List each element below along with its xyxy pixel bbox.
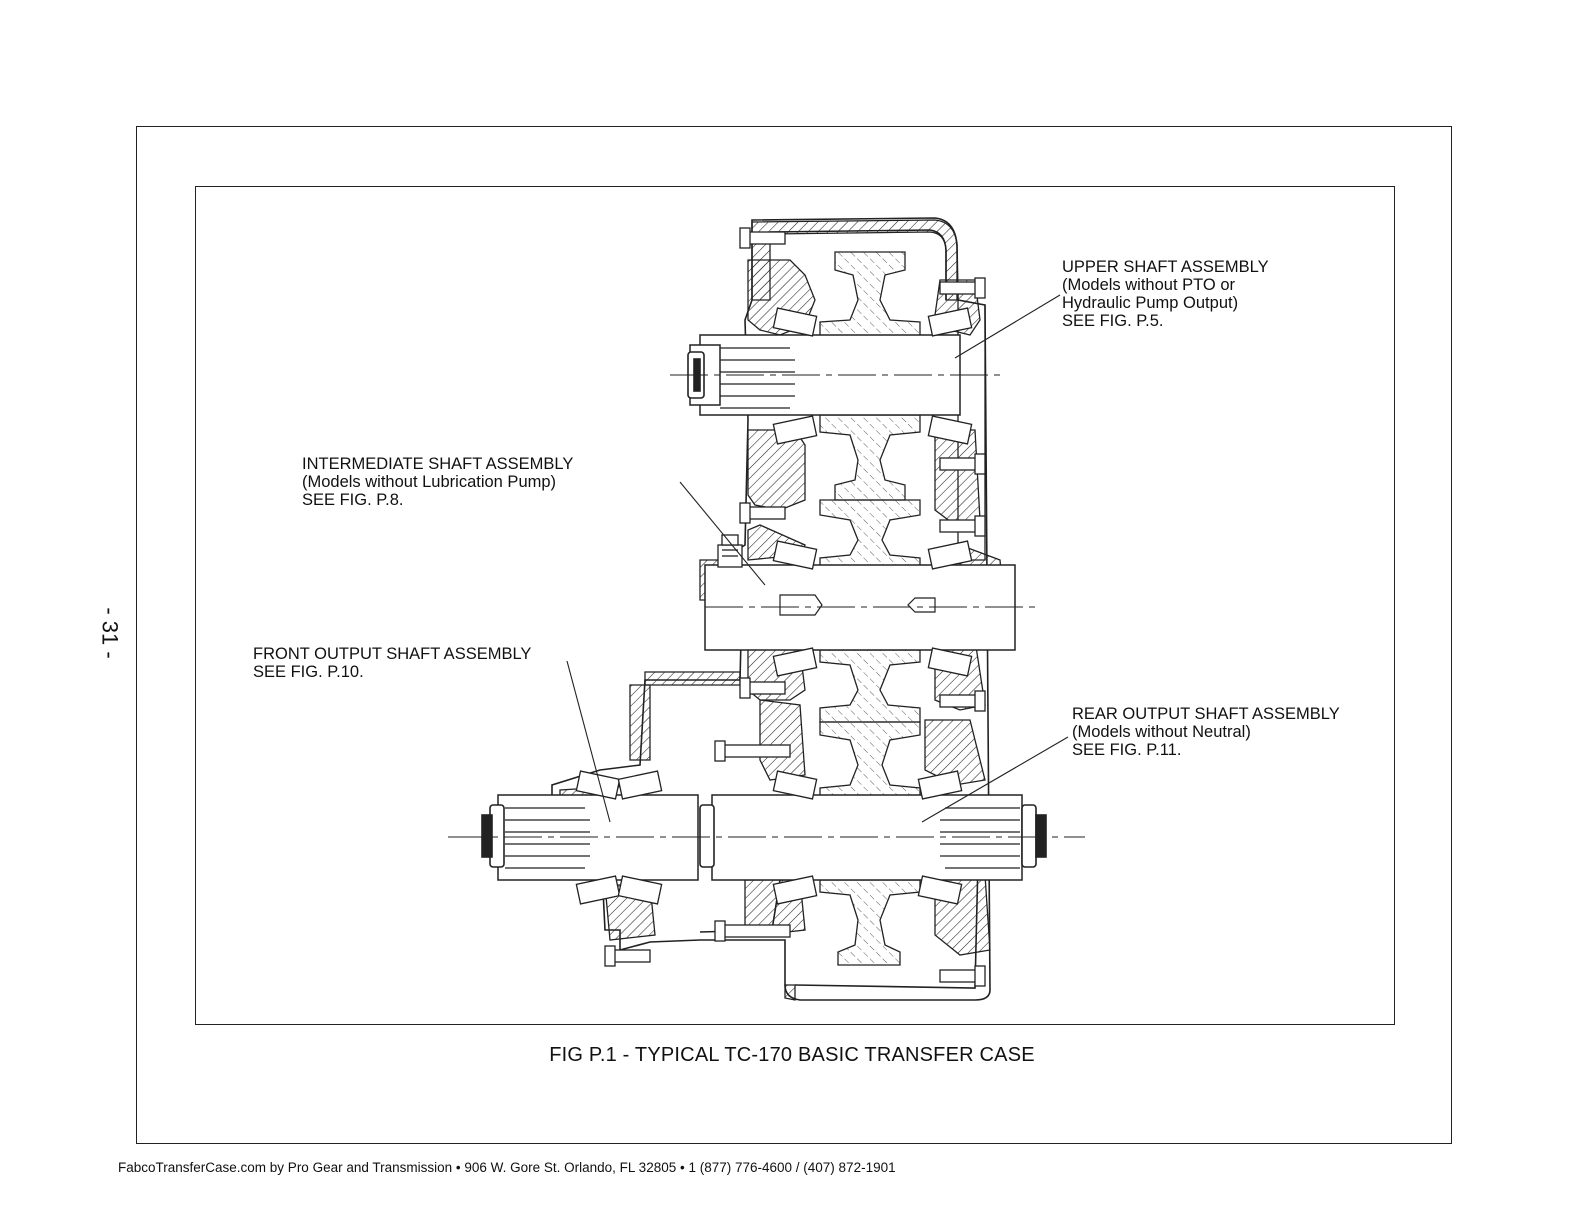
callout-rear-output-ref: SEE FIG. P.11. xyxy=(1072,741,1182,759)
drawing-border xyxy=(195,186,1395,1025)
callout-upper-ref: SEE FIG. P.5. xyxy=(1062,312,1164,330)
figure-caption: FIG P.1 - TYPICAL TC-170 BASIC TRANSFER … xyxy=(549,1044,1035,1066)
callout-upper-line1: (Models without PTO or xyxy=(1062,276,1236,294)
callout-rear-output-line1: (Models without Neutral) xyxy=(1072,723,1251,741)
outer-page-border xyxy=(136,126,1452,1144)
footer-contact: FabcoTransferCase.com by Pro Gear and Tr… xyxy=(118,1160,896,1175)
callout-front-output-ref: SEE FIG. P.10. xyxy=(253,663,364,681)
callout-rear-output-title: REAR OUTPUT SHAFT ASSEMBLY xyxy=(1072,705,1340,723)
leader-lines xyxy=(566,294,1069,823)
gears xyxy=(819,251,921,966)
callout-intermediate-ref: SEE FIG. P.8. xyxy=(302,491,404,509)
callout-front-output-title: FRONT OUTPUT SHAFT ASSEMBLY xyxy=(253,645,532,663)
callout-upper-line2: Hydraulic Pump Output) xyxy=(1062,294,1239,312)
bolts xyxy=(604,227,986,987)
bearings xyxy=(575,307,973,905)
breather-plug xyxy=(717,534,743,568)
callout-front-output-shaft: FRONT OUTPUT SHAFT ASSEMBLY SEE FIG. P.1… xyxy=(253,645,531,681)
shaft-nuts xyxy=(481,351,1047,868)
page-number: - 31 - xyxy=(97,607,123,659)
centerlines xyxy=(448,374,1085,838)
spline-teeth xyxy=(505,347,1020,869)
callout-rear-output-shaft: REAR OUTPUT SHAFT ASSEMBLY (Models witho… xyxy=(1072,705,1340,759)
callout-intermediate-line1: (Models without Lubrication Pump) xyxy=(302,473,557,491)
callout-intermediate-shaft: INTERMEDIATE SHAFT ASSEMBLY (Models with… xyxy=(302,455,573,509)
callout-upper-shaft: UPPER SHAFT ASSEMBLY (Models without PTO… xyxy=(1062,258,1269,330)
callout-upper-title: UPPER SHAFT ASSEMBLY xyxy=(1062,258,1269,276)
callout-intermediate-title: INTERMEDIATE SHAFT ASSEMBLY xyxy=(302,455,574,473)
